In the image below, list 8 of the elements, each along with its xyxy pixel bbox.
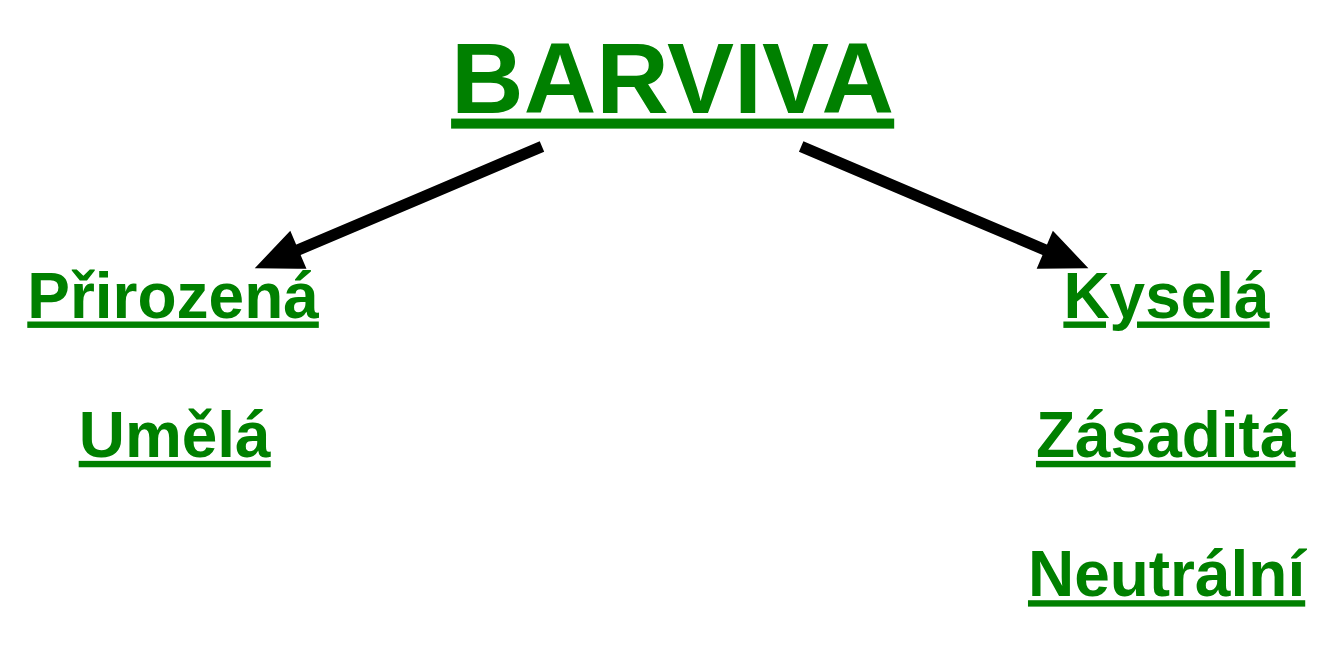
node-text: Kyselá <box>1063 259 1270 332</box>
node-text: Zásaditá <box>1035 398 1296 471</box>
arrow <box>254 141 545 269</box>
arrow <box>798 141 1089 269</box>
node-text: BARVIVA <box>451 21 895 134</box>
node-text: Přirozená <box>27 259 319 332</box>
node-text: Neutrální <box>1027 538 1306 611</box>
node-text: Umělá <box>78 398 271 471</box>
